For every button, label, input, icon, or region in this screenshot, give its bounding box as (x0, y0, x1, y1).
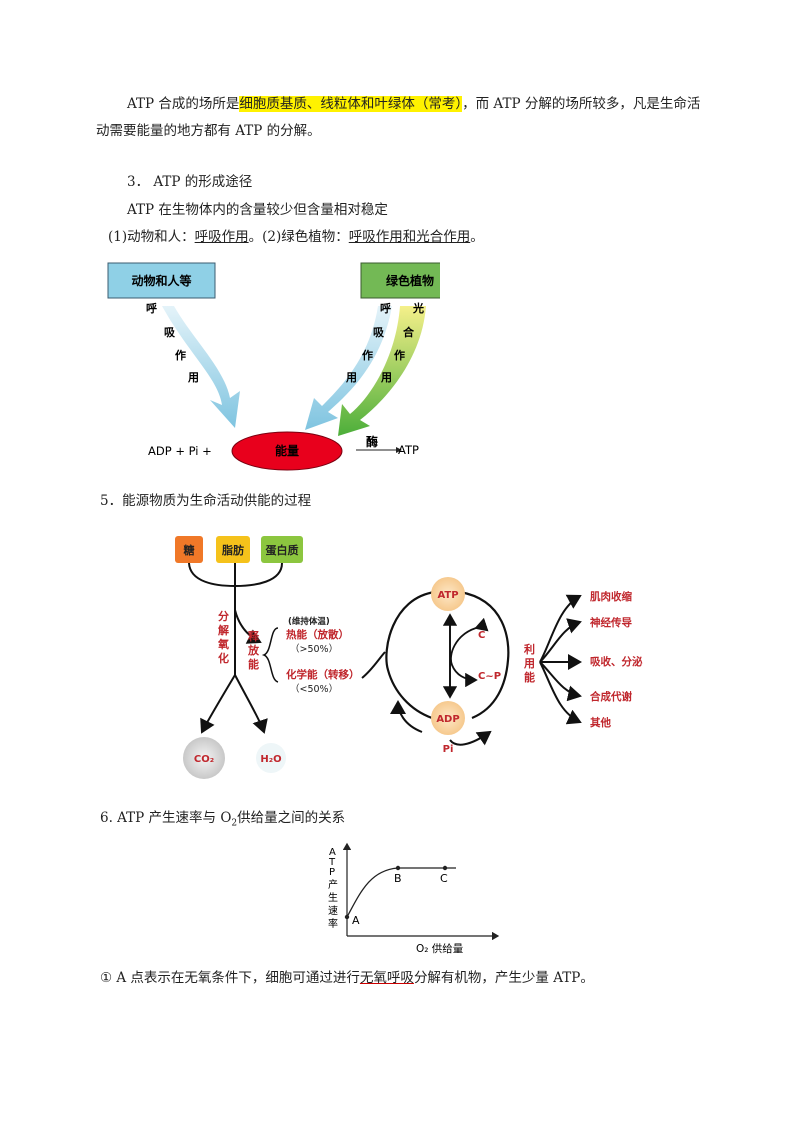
adp-node (431, 701, 465, 735)
svg-text:A: A (352, 914, 360, 927)
middle-respiration-arrow (305, 306, 392, 430)
para1-line2: 动需要能量的地方都有 ATP 的分解。 (96, 123, 321, 139)
svg-text:合: 合 (403, 325, 415, 339)
svg-text:C: C (478, 630, 485, 641)
svg-text:神经传导: 神经传导 (590, 616, 632, 629)
svg-text:呼: 呼 (380, 301, 391, 315)
svg-text:P: P (329, 867, 335, 878)
svg-text:光: 光 (412, 301, 424, 315)
svg-text:O₂ 供给量: O₂ 供给量 (416, 942, 464, 955)
svg-text:A: A (329, 847, 336, 858)
reaction-arrowhead (396, 447, 402, 453)
svg-text:化学能（转移）: 化学能（转移） (286, 668, 360, 681)
energy-oval (231, 431, 343, 471)
svg-text:能: 能 (248, 657, 259, 671)
svg-text:C: C (440, 872, 448, 885)
svg-text:脂肪: 脂肪 (221, 543, 244, 557)
svg-text:速: 速 (328, 905, 338, 917)
svg-text:生: 生 (328, 891, 338, 904)
svg-text:肌肉收缩: 肌肉收缩 (590, 590, 632, 603)
svg-text:ATP: ATP (437, 590, 458, 601)
svg-text:产: 产 (328, 878, 338, 891)
svg-text:分: 分 (218, 609, 229, 623)
atp-formation-diagram: 动物和人等 绿色植物 呼 吸 作 用 呼 吸 作 用 光 合 作 用 ADP +… (107, 262, 440, 471)
svg-text:ADP: ADP (436, 714, 459, 725)
svg-text:释: 释 (248, 629, 260, 643)
svg-text:（>50%）: （>50%） (290, 643, 338, 655)
svg-text:能: 能 (524, 670, 535, 684)
svg-text:用: 用 (524, 657, 535, 670)
svg-text:B: B (394, 872, 402, 885)
svg-text:蛋白质: 蛋白质 (266, 543, 299, 557)
atp-node (431, 577, 465, 611)
sec5-heading: 5．能源物质为生命活动供能的过程 (100, 493, 312, 509)
svg-text:用: 用 (346, 371, 357, 384)
svg-text:化: 化 (218, 651, 229, 665)
box-plants-label: 绿色植物 (386, 273, 434, 288)
svg-text:利: 利 (524, 642, 535, 656)
fat-box (216, 536, 250, 563)
note-line: ① A 点表示在无氧条件下，细胞可通过进行无氧呼吸分解有机物，产生少量 ATP。 (100, 970, 594, 986)
svg-text:C~P: C~P (478, 671, 501, 682)
svg-text:作: 作 (175, 348, 186, 362)
adp-pi-label: ADP + Pi + (148, 444, 212, 458)
sec3-line2: (1)动物和人：呼吸作用。(2)绿色植物：呼吸作用和光合作用。 (108, 229, 484, 245)
protein-box (261, 536, 303, 563)
svg-text:Pi: Pi (443, 744, 454, 755)
point-a (344, 914, 350, 920)
svg-text:糖: 糖 (184, 543, 195, 557)
co2-blob (183, 737, 225, 779)
svg-text:(维持体温): (维持体温) (288, 616, 330, 627)
svg-text:吸收、分泌: 吸收、分泌 (590, 655, 643, 668)
h2o-blob (256, 743, 286, 773)
svg-text:吸: 吸 (164, 326, 176, 339)
sec6-heading: 6. ATP 产生速率与 O2供给量之间的关系 (100, 810, 346, 829)
highlight-sites: 细胞质基质、线粒体和叶绿体（常考） (239, 96, 463, 112)
svg-text:率: 率 (328, 917, 338, 930)
svg-text:作: 作 (394, 348, 405, 362)
sugar-box (175, 536, 203, 563)
svg-text:用: 用 (188, 371, 199, 384)
box-animals-label: 动物和人等 (131, 273, 191, 288)
box-animals (107, 262, 216, 299)
svg-text:（<50%）: （<50%） (290, 683, 338, 695)
box-plants (360, 262, 440, 299)
energy-label: 能量 (275, 443, 299, 458)
energy-supply-diagram: 糖 脂肪 蛋白质 分 解 氧 化 释 放 能 (维持体温) 热能（放散） （>5… (175, 536, 643, 779)
enzyme-label: 酶 (366, 434, 378, 449)
svg-text:H₂O: H₂O (260, 754, 281, 765)
point-c (442, 865, 448, 871)
left-respiration-arrow (162, 306, 240, 428)
point-b (395, 865, 401, 871)
svg-text:CO₂: CO₂ (194, 754, 214, 765)
svg-text:作: 作 (362, 348, 373, 362)
svg-text:热能（放散）: 热能（放散） (286, 628, 349, 641)
atp-product-label: ATP (398, 443, 419, 457)
svg-text:呼: 呼 (146, 301, 157, 315)
svg-text:其他: 其他 (590, 716, 611, 729)
para1-line1: ATP 合成的场所是细胞质基质、线粒体和叶绿体（常考），而 ATP 分解的场所较… (127, 96, 701, 112)
svg-text:合成代谢: 合成代谢 (589, 690, 632, 703)
svg-text:氧: 氧 (217, 637, 229, 651)
sec3-heading: 3． ATP 的形成途径 (127, 174, 253, 190)
photosynthesis-arrow (338, 306, 426, 436)
svg-text:放: 放 (247, 643, 260, 657)
atp-rate-chart: A B C A T P 产 生 速 率 O₂ 供给量 (328, 842, 500, 955)
svg-text:用: 用 (381, 371, 392, 384)
svg-text:解: 解 (218, 623, 229, 637)
sec3-line1: ATP 在生物体内的含量较少但含量相对稳定 (127, 202, 388, 218)
svg-text:吸: 吸 (373, 326, 385, 339)
svg-text:T: T (328, 857, 336, 868)
